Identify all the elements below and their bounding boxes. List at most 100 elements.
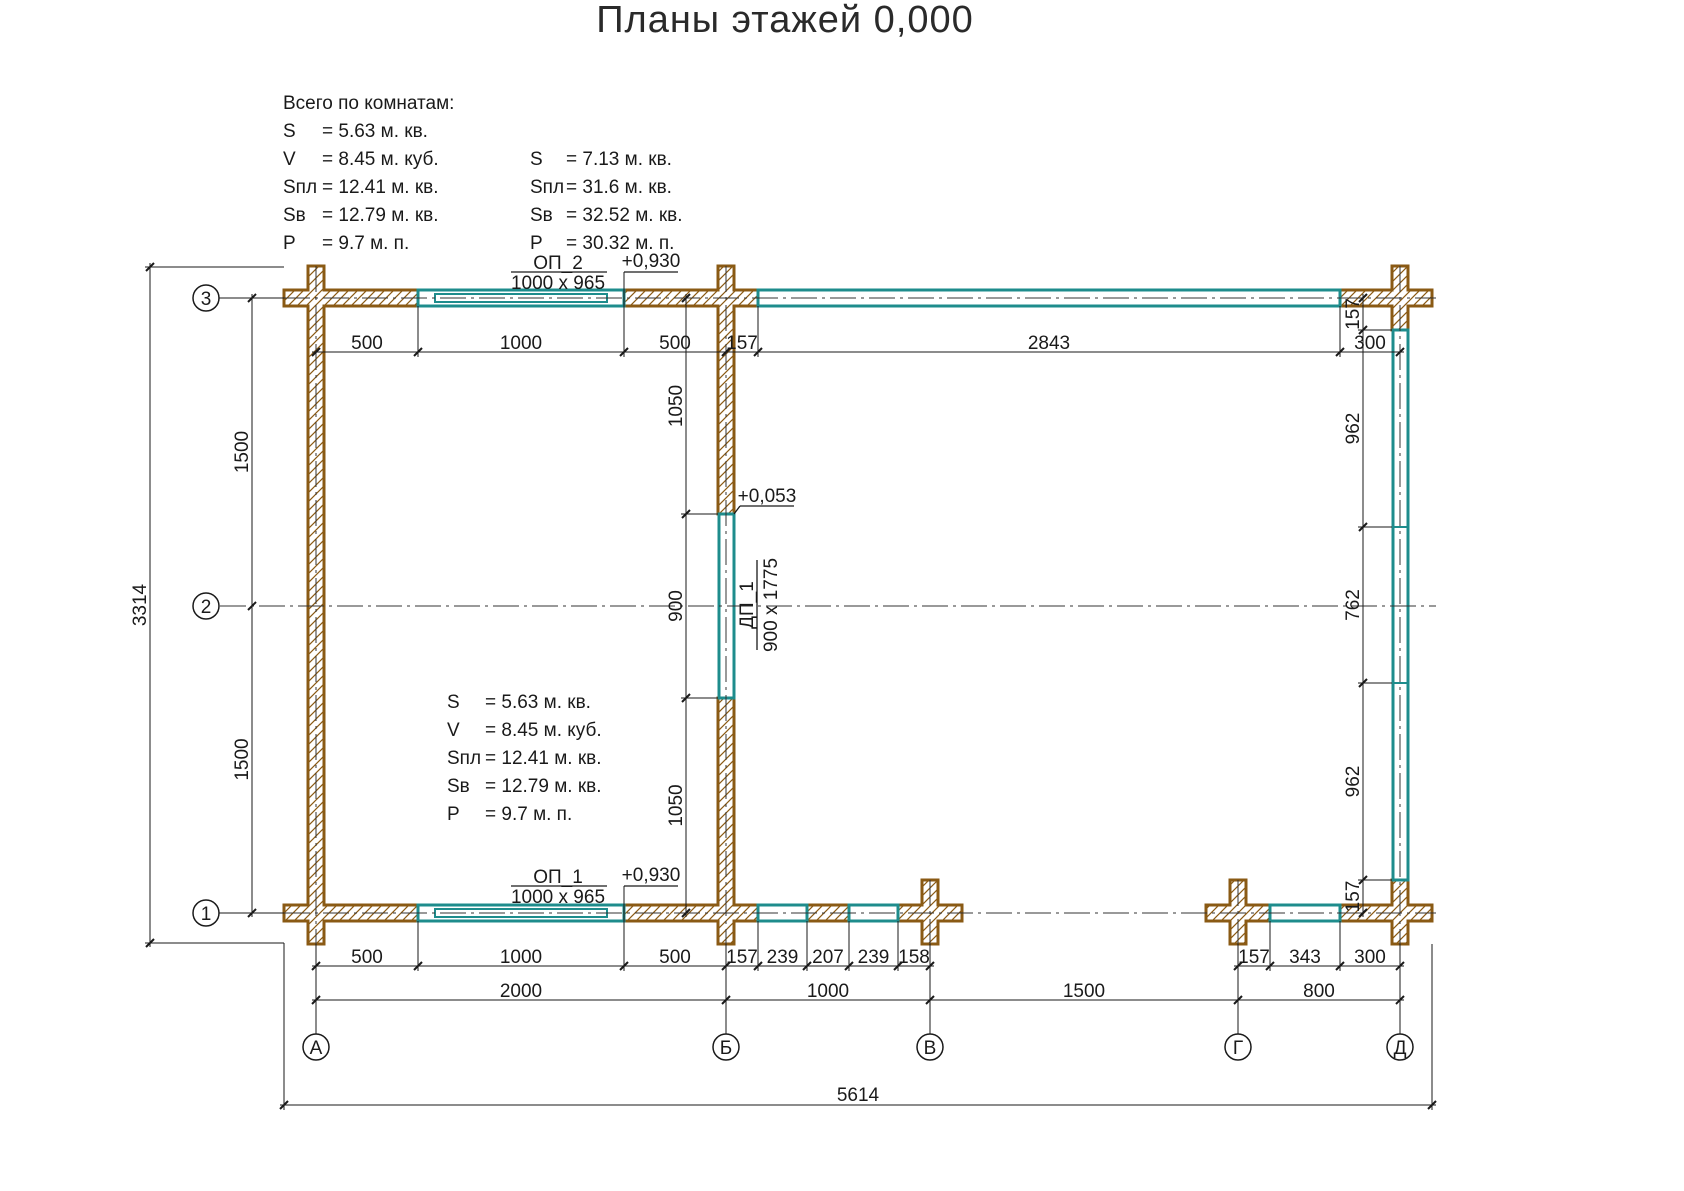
dimension-label: 343 [1289,947,1321,968]
opening-size: 1000 x 965 [511,887,605,908]
dimension-tick [844,961,854,971]
summary-label: S [530,149,543,170]
dimension-label: 239 [858,947,890,968]
dimension-label: 157 [726,947,758,968]
dimension-overall-width: 5614 [279,1085,1437,1110]
summary-value: = 31.6 м. кв. [566,177,672,198]
summary-label: P [283,233,296,254]
dimension-label: 300 [1354,333,1386,354]
dimension-tick [247,601,257,611]
dimension-label: 300 [1354,947,1386,968]
wall-hatching [285,267,1431,943]
axis-marker-col [302,1033,330,1061]
opening-level: +0,930 [622,251,681,272]
summary-label: V [283,149,296,170]
dimension-tick [681,293,691,303]
dimension-label: 1000 [500,947,542,968]
dimension-tick [1233,961,1243,971]
axis-marker-row [192,899,220,927]
axis-label-row: 3 [201,289,212,310]
wall-segment [808,906,848,920]
dimension-tick [753,961,763,971]
opening-name: ОП_1 [533,867,583,888]
dimension-label: 2843 [1028,333,1070,354]
openings-layer [416,288,1410,923]
dimension-label: 2000 [500,981,542,1002]
dimension-label: 900 [666,590,687,622]
dimension-tick [1265,961,1275,971]
dimension-tick [1395,347,1405,357]
dimension-tick [893,961,903,971]
dimension-label: 1000 [500,333,542,354]
summary-value: = 8.45 м. куб. [322,149,439,170]
dimension-label: 1500 [232,431,253,473]
dimension-label: 962 [1343,766,1364,798]
dimension-chain-middle: 1050 900 1050 [666,293,691,918]
opening-name: ДП_1 [737,581,758,629]
dimension-label: 500 [351,333,383,354]
dimension-tick [247,293,257,303]
axis-label-col: В [924,1038,937,1059]
dimension-label: 500 [351,947,383,968]
dimension-tick [1358,522,1368,532]
dimension-label: 1500 [232,738,253,780]
dimension-tick [145,938,155,948]
dimension-label: 3314 [130,583,151,626]
dimension-tick [1335,347,1345,357]
room-label: V [447,720,460,741]
room-label: S [447,692,460,713]
summary-block: Всего по комнатам: S = 5.63 м. кв. V = 8… [283,93,683,254]
opening-size: 900 x 1775 [761,558,782,652]
dimension-label: 1050 [666,385,687,427]
dimension-label: 500 [659,333,691,354]
dimension-label: 1500 [1063,981,1105,1002]
summary-value: = 30.32 м. п. [566,233,674,254]
dimension-label: 5614 [837,1085,880,1106]
axis-marker-col [1224,1033,1252,1061]
dimension-label: 800 [1303,981,1335,1002]
dimension-tick [1358,325,1368,335]
opening-name: ОП_2 [533,253,583,274]
axis-lines [220,266,1436,944]
room-value: = 12.41 м. кв. [485,748,602,769]
dimension-label: 239 [767,947,799,968]
axis-label-row: 1 [201,904,212,925]
axis-marker-row [192,284,220,312]
dimension-tick [1233,995,1243,1005]
room-value: = 5.63 м. кв. [485,692,591,713]
dimension-tick [413,347,423,357]
dimension-tick [619,961,629,971]
summary-value: = 5.63 м. кв. [322,121,428,142]
axis-marker-col [1386,1033,1414,1061]
room-label: Sв [447,776,470,797]
dimension-tick [413,961,423,971]
opening-size: 1000 x 965 [511,273,605,294]
dimension-label: 1050 [666,784,687,826]
wall-segment [309,267,323,943]
axis-marker-col [916,1033,944,1061]
dimension-tick [247,908,257,918]
summary-label: Sпл [283,177,317,198]
dimension-tick [311,347,321,357]
dimension-label: 207 [812,947,844,968]
dimension-label: 158 [898,947,930,968]
axis-marker-row [192,592,220,620]
summary-value: = 9.7 м. п. [322,233,409,254]
dimension-tick [721,995,731,1005]
dimension-label: 157 [1343,881,1364,913]
dimension-overall-height: 3314 [130,262,155,948]
summary-value: = 32.52 м. кв. [566,205,683,226]
dimension-tick [1427,1100,1437,1110]
axis-label-col: Б [720,1038,732,1059]
drawing-title: Планы этажей 0,000 [596,0,974,41]
summary-label: Sв [530,205,553,226]
dimension-tick [1395,961,1405,971]
summary-value: = 12.41 м. кв. [322,177,439,198]
summary-value: = 12.79 м. кв. [322,205,439,226]
dimension-chain-left: 1500 1500 [232,293,257,918]
